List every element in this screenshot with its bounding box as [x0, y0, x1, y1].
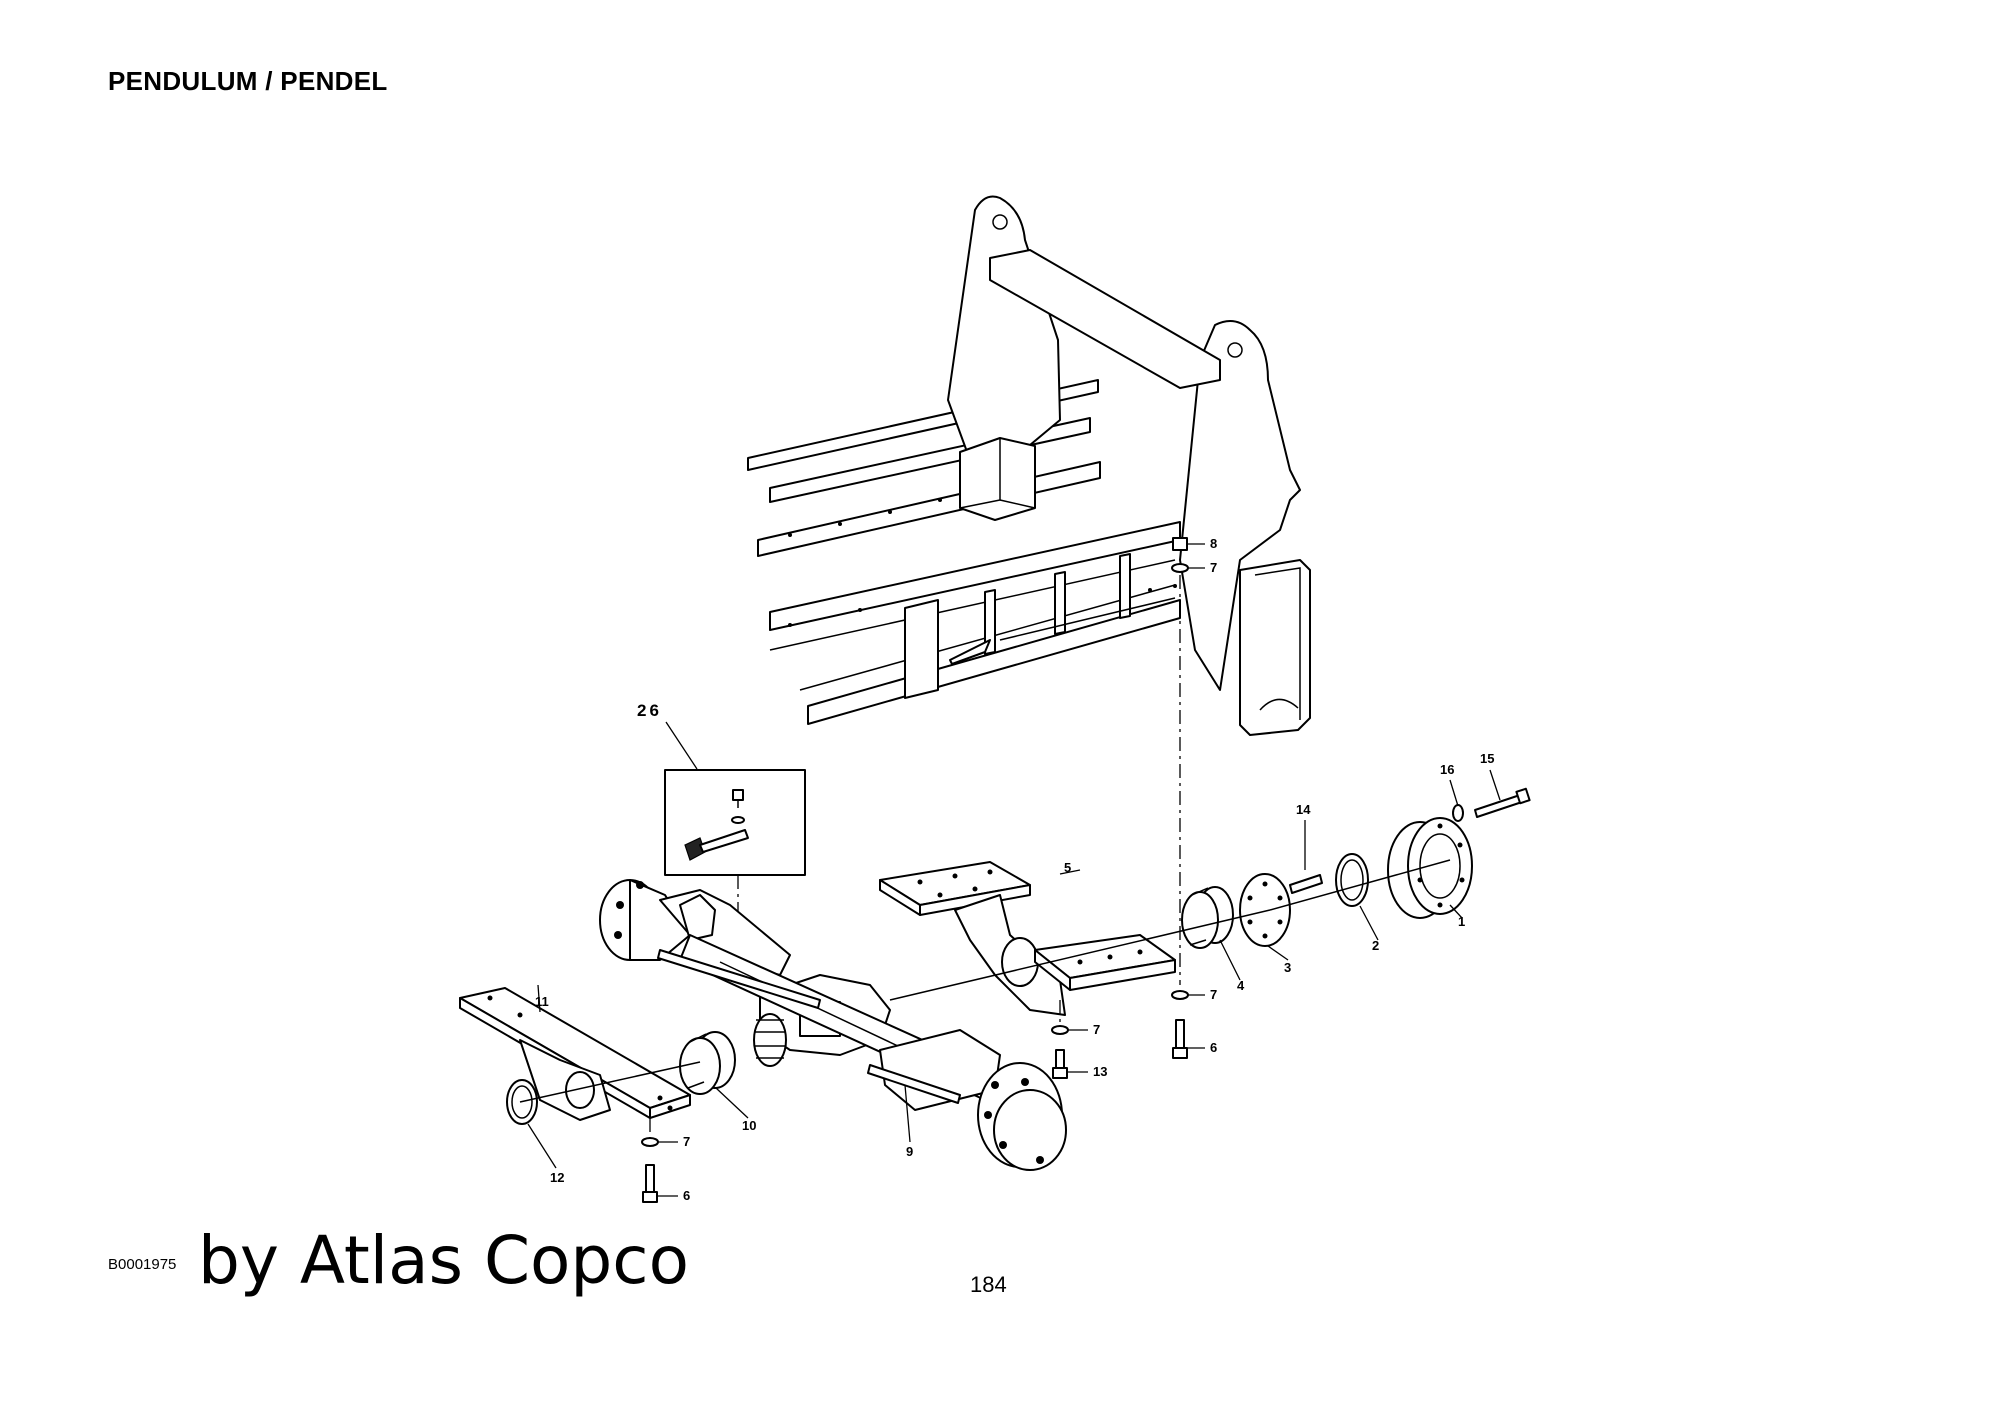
- callout-11: 11: [535, 994, 549, 1009]
- callout-6-left: 6: [683, 1188, 690, 1203]
- page-title: PENDULUM / PENDEL: [108, 66, 388, 96]
- callout-5: 5: [1064, 860, 1071, 875]
- washer-7-top: [1171, 563, 1189, 573]
- callout-13: 13: [1093, 1064, 1107, 1079]
- callout-9: 9: [906, 1144, 913, 1159]
- frame-rail-bottom: [807, 599, 1181, 725]
- nut-8: [1172, 537, 1188, 551]
- axle-wheel-flange: [993, 1089, 1067, 1171]
- callout-1: 1: [1458, 914, 1465, 929]
- axle-carrier-box-left: [679, 894, 716, 941]
- bolt-14: [1289, 874, 1323, 894]
- callout-3: 3: [1284, 960, 1291, 975]
- callout-26: 26: [637, 701, 662, 720]
- frame-slats: [904, 553, 1131, 699]
- callout-7-top: 7: [1210, 560, 1217, 575]
- callout-4: 4: [1237, 978, 1245, 993]
- callout-7-left: 7: [683, 1134, 690, 1149]
- callout-15: 15: [1480, 751, 1494, 766]
- sensor-bracket: [699, 829, 749, 853]
- callout-12: 12: [550, 1170, 564, 1185]
- frame-rail-middle: [757, 461, 1101, 557]
- callout-16: 16: [1440, 762, 1454, 777]
- callout-7-right: 7: [1210, 987, 1217, 1002]
- bracket-bore: [1001, 937, 1039, 987]
- frame-tower-left: [947, 195, 1061, 471]
- callout-14: 14: [1296, 802, 1311, 817]
- frame-pillar-block: [1239, 559, 1311, 736]
- washer-7-center: [1051, 1025, 1069, 1035]
- bushing-4: [1181, 886, 1234, 949]
- frame-assembly: [747, 195, 1311, 736]
- frame-cross-beam: [989, 249, 1221, 389]
- detail-box-26: [664, 721, 806, 925]
- callout-2: 2: [1372, 938, 1379, 953]
- washer-16: [1452, 804, 1464, 822]
- housing-1: [1387, 817, 1473, 919]
- axle-tie-rod: [657, 949, 821, 1009]
- callout-8: 8: [1210, 536, 1217, 551]
- page-number: 184: [970, 1272, 1007, 1297]
- callout-6-right: 6: [1210, 1040, 1217, 1055]
- callout-10: 10: [742, 1118, 756, 1133]
- pendulum-bracket: [879, 861, 1176, 1016]
- washer-7-right: [1171, 990, 1189, 1000]
- callout-labels: 1 2 3 4 5 6 6 7 7 7 7 8 9 10 11 12 13 14…: [535, 536, 1494, 1203]
- washer-7-left: [641, 1137, 659, 1147]
- bolt-15: [1474, 794, 1523, 818]
- watermark-text: by Atlas Copco: [198, 1222, 689, 1299]
- bolt-6-left: [645, 1164, 655, 1196]
- drawing-number: B0001975: [108, 1256, 177, 1273]
- bolt-6-right: [1175, 1019, 1185, 1051]
- axle-assembly: [599, 879, 1067, 1171]
- assembly-centerlines: [519, 575, 1451, 1138]
- callout-7-center: 7: [1093, 1022, 1100, 1037]
- support-bracket-11: [459, 987, 691, 1121]
- detail-washer: [731, 816, 745, 824]
- frame-tower-right: [1179, 320, 1301, 691]
- bushing-10: [679, 1031, 736, 1095]
- pinion-gear: [753, 1013, 787, 1067]
- detail-bolt: [732, 789, 744, 801]
- leader-lines: [527, 543, 1501, 1197]
- frame-square-tube: [959, 437, 1036, 521]
- flange-plate-3: [1239, 873, 1291, 947]
